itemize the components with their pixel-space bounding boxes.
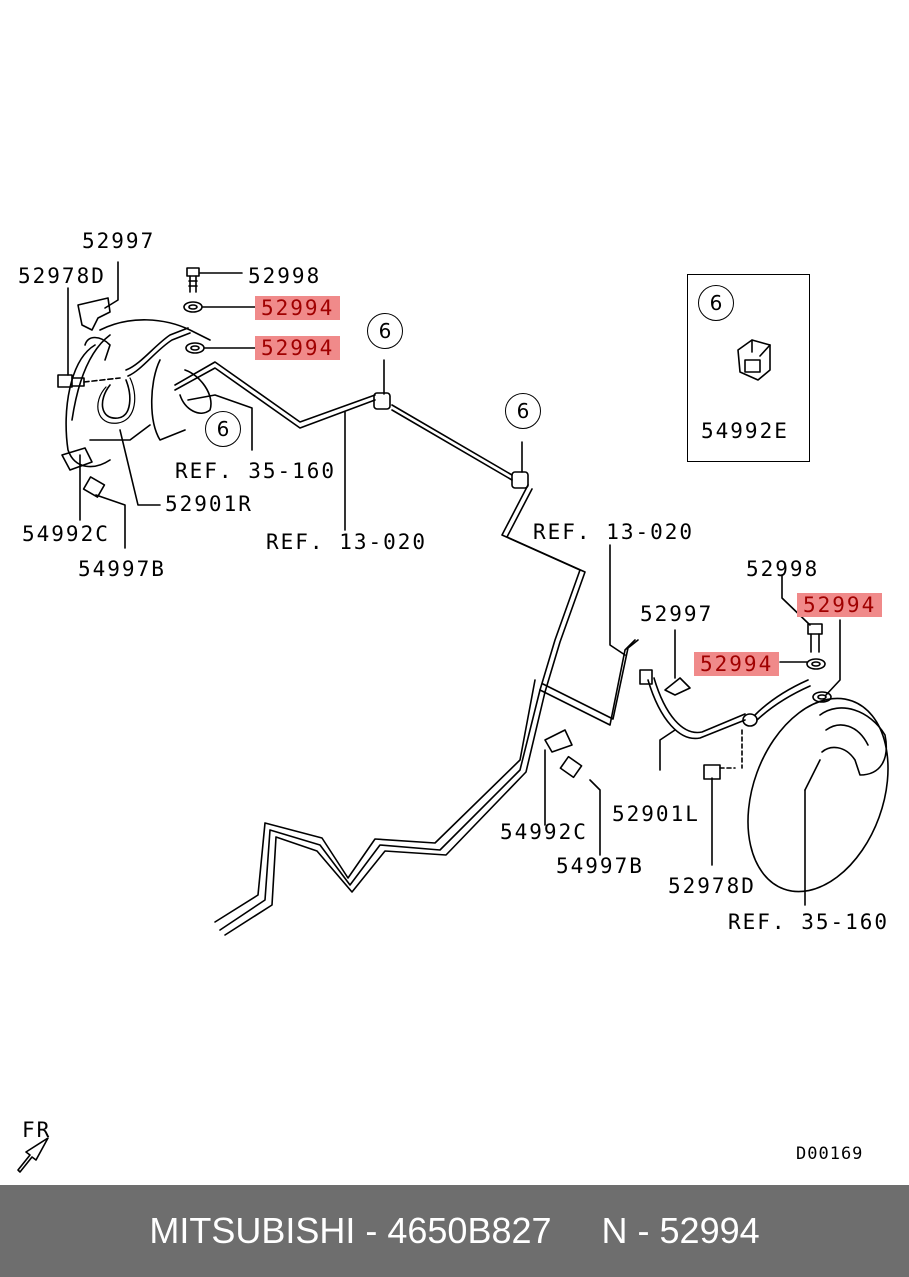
label-54992C-left: 54992C bbox=[22, 522, 110, 546]
callout-6-c: 6 bbox=[205, 411, 241, 447]
label-fr: FR bbox=[22, 1118, 52, 1142]
clip-54992E-drawing bbox=[737, 339, 771, 381]
washer-52994-a bbox=[183, 301, 203, 313]
inset-box: 6 54992E bbox=[687, 274, 810, 462]
label-52901L: 52901L bbox=[612, 802, 700, 826]
label-52994-c: 52994 bbox=[797, 593, 883, 617]
bolt-52998-right bbox=[807, 623, 823, 635]
brake-line-main bbox=[174, 359, 639, 936]
label-52994-d: 52994 bbox=[694, 652, 780, 676]
callout-6-a: 6 bbox=[367, 313, 403, 349]
footer-text: MITSUBISHI - 4650B827 N - 52994 bbox=[149, 1210, 760, 1251]
label-54997B-right: 54997B bbox=[556, 854, 644, 878]
bolt-52978D-left bbox=[57, 374, 73, 388]
label-ref-13-020-left: REF. 13-020 bbox=[266, 530, 428, 554]
label-52994-b: 52994 bbox=[255, 336, 341, 360]
label-52994-a: 52994 bbox=[255, 296, 341, 320]
washer-52994-b bbox=[185, 342, 205, 354]
label-52998-right: 52998 bbox=[746, 557, 820, 581]
clip-54992C-right bbox=[544, 729, 573, 753]
bolt-52998-left bbox=[186, 267, 200, 277]
right-caliper-drawing bbox=[747, 697, 889, 906]
label-52901R: 52901R bbox=[165, 492, 253, 516]
diagram-code: D00169 bbox=[796, 1144, 864, 1164]
brake-line-diagram bbox=[17, 261, 889, 1173]
label-52978D-right: 52978D bbox=[668, 874, 756, 898]
label-52978D-left: 52978D bbox=[18, 264, 106, 288]
label-52997-right: 52997 bbox=[640, 602, 714, 626]
footer-banner: MITSUBISHI - 4650B827 N - 52994 bbox=[0, 1185, 909, 1277]
clip-52997-left bbox=[77, 297, 111, 331]
left-hose bbox=[97, 327, 191, 424]
label-54992C-right: 54992C bbox=[500, 820, 588, 844]
right-hose bbox=[639, 669, 811, 740]
label-52997-top: 52997 bbox=[82, 229, 156, 253]
callout-6-b: 6 bbox=[505, 393, 541, 429]
label-54992E: 54992E bbox=[701, 419, 789, 443]
label-ref-35-160-left: REF. 35-160 bbox=[175, 459, 337, 483]
callout-6-inset: 6 bbox=[698, 285, 734, 321]
fr-arrow-icon bbox=[17, 1137, 49, 1173]
label-52998-top: 52998 bbox=[248, 264, 322, 288]
label-54997B-left: 54997B bbox=[78, 557, 166, 581]
label-ref-35-160-right: REF. 35-160 bbox=[728, 910, 890, 934]
label-ref-13-020-right: REF. 13-020 bbox=[533, 520, 695, 544]
left-caliper-drawing bbox=[65, 319, 212, 468]
